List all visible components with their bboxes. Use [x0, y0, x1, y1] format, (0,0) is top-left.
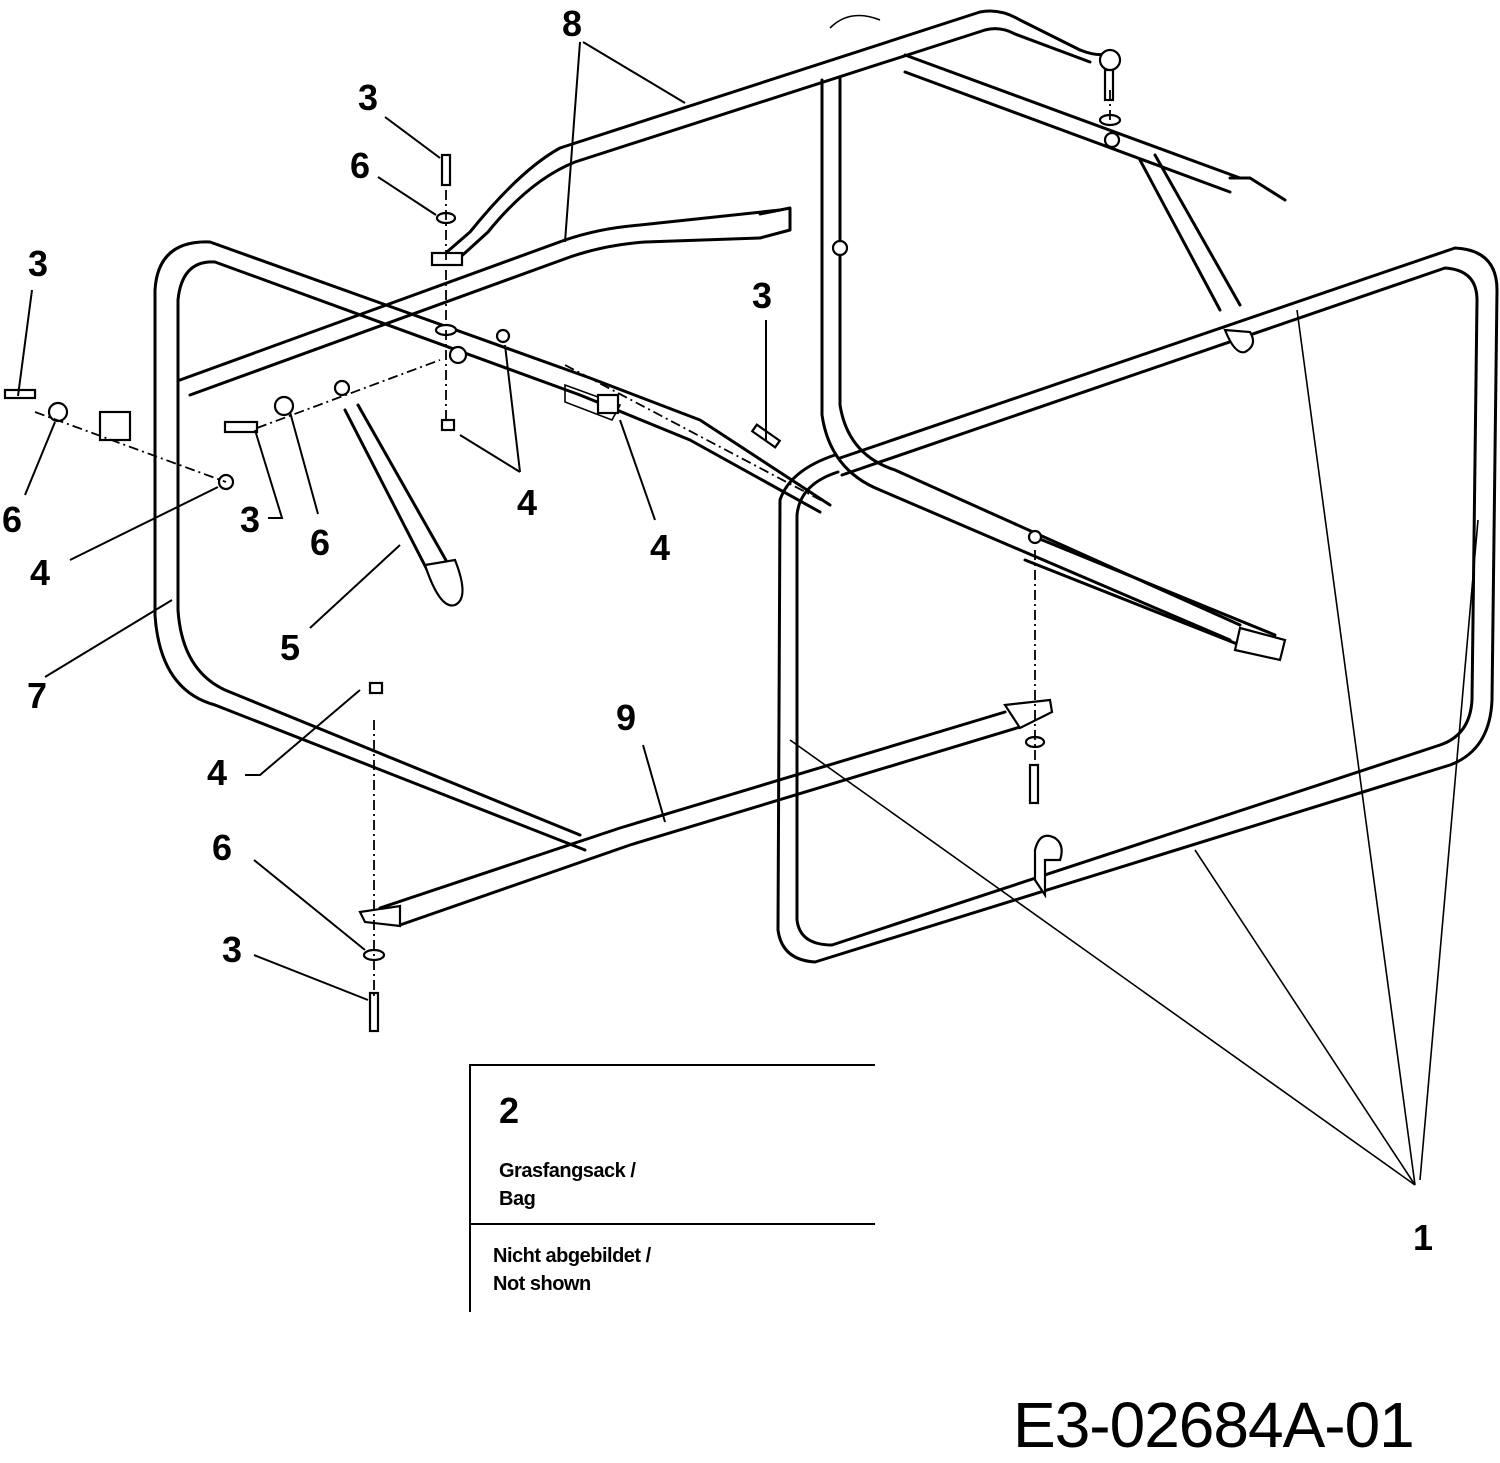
- strut-5: [333, 379, 464, 607]
- callout-3: 3: [752, 275, 772, 316]
- washer-6b: [47, 401, 69, 423]
- callout-8: 8: [562, 3, 582, 44]
- lower-bar-9: [358, 698, 1054, 928]
- callout-6: 6: [310, 522, 330, 563]
- callout-4: 4: [207, 752, 227, 793]
- clip: [596, 393, 620, 415]
- callout-3: 3: [28, 243, 48, 284]
- legend-description: Grasfangsack / Bag: [499, 1157, 636, 1213]
- cross-bar: [1023, 533, 1287, 662]
- callout-6: 6: [212, 827, 232, 868]
- callout-4: 4: [30, 552, 50, 593]
- callout-6: 6: [2, 499, 22, 540]
- legend-note: Nicht abgebildet / Not shown: [493, 1242, 651, 1298]
- legend-divider: [469, 1223, 875, 1225]
- legend-description-de: Grasfangsack /: [499, 1160, 636, 1182]
- legend-description-en: Bag: [499, 1188, 536, 1210]
- upper-handle-frame: [438, 9, 1287, 264]
- hook: [1033, 834, 1063, 899]
- bolt-3a: [440, 153, 452, 187]
- bolt-3b: [3, 388, 37, 400]
- callout-3: 3: [358, 77, 378, 118]
- assembly-lines: [34, 90, 1111, 1000]
- callout-1: 1: [1413, 1217, 1433, 1258]
- callout-6: 6: [350, 145, 370, 186]
- nut-4b: [495, 328, 511, 344]
- callout-9: 9: [616, 697, 636, 738]
- bracket: [98, 410, 132, 442]
- nut-4d: [368, 681, 384, 695]
- legend-note-de: Nicht abgebildet /: [493, 1245, 651, 1267]
- callout-7: 7: [27, 675, 47, 716]
- bracket-plate: [430, 251, 464, 267]
- legend-top-rule: [469, 1064, 875, 1066]
- bolt-top: [1103, 68, 1115, 102]
- legend-note-en: Not shown: [493, 1273, 591, 1295]
- rear-strut: [1138, 153, 1255, 354]
- callout-5: 5: [280, 627, 300, 668]
- left-frame-7: [153, 240, 832, 852]
- callout-4: 4: [517, 482, 537, 523]
- callout-4: 4: [650, 527, 670, 568]
- bolt-3c: [223, 420, 259, 434]
- callouts: 8 3 6 3 6 4 3 6 5 7 3 4 4 9 4 6 3 1: [2, 3, 1433, 1258]
- legend-box: 2 Grasfangsack / Bag Nicht abgebildet / …: [469, 1064, 875, 1314]
- strut-eye: [333, 379, 351, 397]
- nut-4c: [440, 418, 456, 432]
- legend-part-number: 2: [499, 1090, 520, 1131]
- lower-bar-8: [178, 206, 792, 397]
- bolt-3e: [368, 991, 380, 1033]
- nut: [448, 345, 468, 365]
- right-frame-1: [776, 76, 1499, 964]
- callout-3: 3: [240, 499, 260, 540]
- washer-6c: [273, 395, 295, 417]
- callout-3: 3: [222, 929, 242, 970]
- leader-lines: [17, 41, 1479, 1186]
- drawing-id: E3-02684A-01: [1013, 1389, 1415, 1461]
- legend-left-rule: [469, 1064, 471, 1312]
- fasteners: [3, 48, 1122, 1033]
